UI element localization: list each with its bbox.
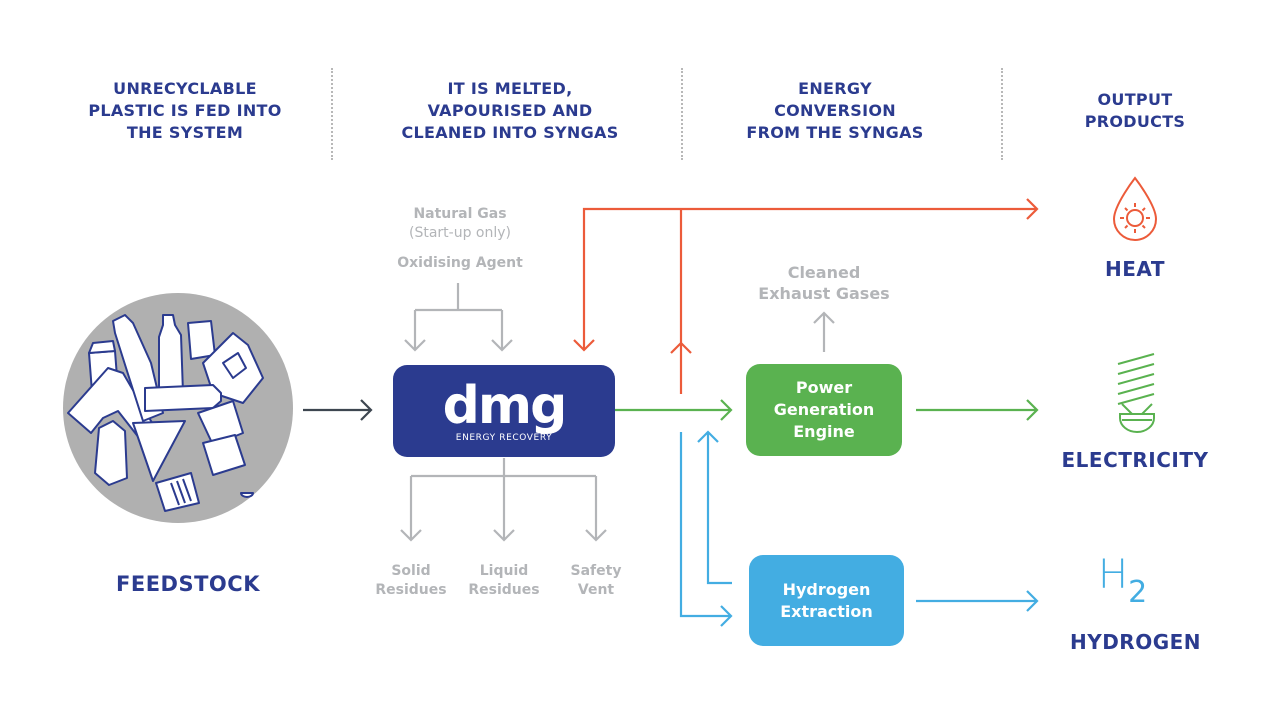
feed-arrow [303, 399, 373, 421]
stage-divider [1001, 68, 1003, 160]
electricity-output-arrow [916, 399, 1039, 421]
h2-subscript: 2 [1128, 575, 1148, 610]
h2-icon: H2 [1098, 555, 1178, 615]
residue-line: Residues [375, 582, 447, 598]
residue-line: Residues [468, 582, 540, 598]
exhaust-line: Cleaned [787, 263, 861, 282]
stage-title-line: OUTPUT [1097, 90, 1173, 109]
dmg-logo: dmg [442, 376, 568, 436]
heat-feedback-arrow [573, 207, 1037, 352]
stage-title-line: CLEANED INTO SYNGAS [401, 123, 619, 142]
safety-vent-label: Safety Vent [551, 562, 641, 600]
residue-arrows [400, 458, 607, 542]
hydrogen-box-line: Extraction [780, 601, 873, 621]
stage-title-line: FROM THE SYNGAS [746, 123, 924, 142]
exhaust-line: Exhaust Gases [758, 284, 890, 303]
natural-gas-text: Natural Gas [413, 206, 507, 222]
solid-residues-label: Solid Residues [366, 562, 456, 600]
residue-line: Solid [391, 563, 431, 579]
heat-label: HEAT [1105, 257, 1165, 281]
plastic-waste-icon [63, 293, 293, 523]
heat-rise-arrow [670, 209, 692, 394]
natural-gas-label: Natural Gas (Start-up only) [380, 205, 540, 243]
power-box-line: Generation [773, 400, 875, 419]
stage-title-conversion: ENERGY CONVERSION FROM THE SYNGAS [700, 78, 970, 144]
residue-line: Safety [570, 563, 622, 579]
hydrogen-to-engine-arrow [697, 430, 732, 585]
stage-title-syngas: IT IS MELTED, VAPOURISED AND CLEANED INT… [360, 78, 660, 144]
h2-symbol: H [1098, 552, 1129, 598]
dmg-energy-recovery-box: dmg ENERGY RECOVERY [393, 365, 615, 457]
syngas-to-hydrogen-arrow [679, 432, 733, 627]
residue-line: Liquid [479, 563, 529, 579]
stage-title-output: OUTPUT PRODUCTS [1040, 89, 1230, 133]
natural-gas-note: (Start-up only) [409, 225, 511, 241]
stage-title-line: UNRECYCLABLE [113, 79, 257, 98]
electricity-label: ELECTRICITY [1061, 448, 1209, 472]
oxidising-agent-label: Oxidising Agent [397, 255, 523, 271]
syngas-to-engine-arrow [615, 399, 733, 421]
oxidising-input-arrows [404, 283, 513, 352]
stage-title-feed: UNRECYCLABLE PLASTIC IS FED INTO THE SYS… [60, 78, 310, 144]
hydrogen-box-line: Hydrogen [782, 579, 871, 599]
residue-line: Vent [577, 582, 615, 598]
hydrogen-label: HYDROGEN [1069, 630, 1202, 654]
light-bulb-icon [1117, 353, 1155, 433]
stage-title-line: PLASTIC IS FED INTO [88, 101, 282, 120]
stage-divider [681, 68, 683, 160]
heat-drop-icon [1112, 176, 1158, 241]
feedstock-label: FEEDSTOCK [116, 572, 260, 596]
stage-title-line: PRODUCTS [1084, 112, 1186, 131]
stage-divider [331, 68, 333, 160]
dmg-subtitle: ENERGY RECOVERY [455, 433, 553, 443]
exhaust-arrow [813, 311, 835, 352]
power-generation-engine-box: Power Generation Engine [746, 364, 902, 456]
stage-title-line: ENERGY [798, 79, 872, 98]
power-box-line: Power [795, 378, 853, 397]
power-box-line: Engine [793, 422, 855, 441]
stage-title-line: VAPOURISED AND [427, 101, 593, 120]
heat-output-arrow [1026, 198, 1039, 220]
hydrogen-extraction-box: Hydrogen Extraction [749, 555, 904, 646]
stage-title-line: IT IS MELTED, [447, 79, 573, 98]
stage-title-line: THE SYSTEM [126, 123, 244, 142]
liquid-residues-label: Liquid Residues [459, 562, 549, 600]
cleaned-exhaust-label: Cleaned Exhaust Gases [744, 262, 904, 304]
stage-title-line: CONVERSION [774, 101, 896, 120]
hydrogen-output-arrow [916, 590, 1039, 612]
